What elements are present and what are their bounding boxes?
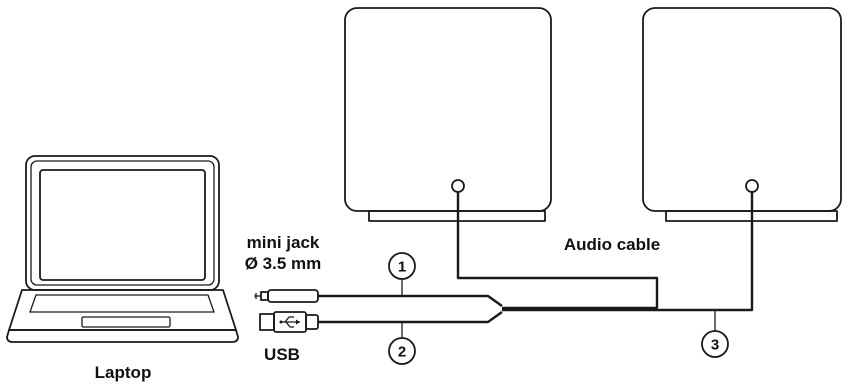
callout-3-number: 3 [711,337,719,354]
speaker-left [344,7,552,222]
mini-jack-size-label: Ø 3.5 mm [245,254,322,273]
callout-2: 2 [388,322,416,365]
speaker-right [642,7,842,222]
laptop-icon [6,155,239,343]
callout-3: 3 [701,310,729,358]
laptop-label: Laptop [95,363,152,382]
callout-1-number: 1 [398,259,406,276]
mini-jack-label: mini jack [247,233,320,252]
callout-1: 1 [388,252,416,296]
audio-cable-label: Audio cable [564,235,660,254]
audio-cable [318,192,754,324]
mini-jack-plug-icon [254,289,319,303]
usb-plug-icon [259,311,319,333]
callout-2-number: 2 [398,344,406,361]
usb-symbol-icon [279,316,300,328]
usb-label: USB [264,345,300,364]
